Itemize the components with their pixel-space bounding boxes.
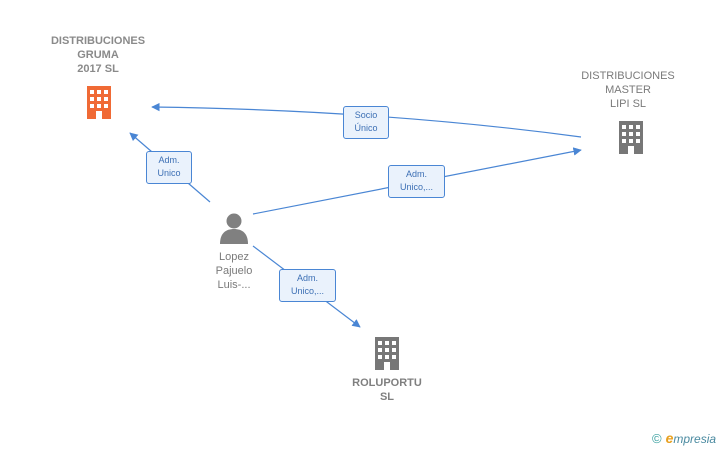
building-icon[interactable] [372, 336, 402, 370]
edge-label-socio-unico: Socio Único [343, 106, 389, 139]
brand-logo[interactable]: empresia [665, 430, 717, 446]
copyright: © empresia [652, 430, 716, 446]
building-icon[interactable] [616, 120, 646, 154]
node-label-gruma[interactable]: DISTRIBUCIONES GRUMA 2017 SL [50, 35, 146, 75]
edge-label-adm-unico: Adm. Unico [146, 151, 192, 184]
node-label-roluportu[interactable]: ROLUPORTU SL [352, 377, 422, 403]
person-icon[interactable] [219, 212, 249, 244]
node-label-master[interactable]: DISTRIBUCIONES MASTER LIPI SL [581, 70, 675, 110]
edge-label-adm-unico-master: Adm. Unico,... [388, 165, 445, 198]
building-icon[interactable] [84, 85, 114, 119]
node-label-person[interactable]: Lopez Pajuelo Luis-... [215, 251, 253, 291]
edge-label-adm-unico-roluportu: Adm. Unico,... [279, 269, 336, 302]
copyright-icon: © [652, 430, 662, 446]
